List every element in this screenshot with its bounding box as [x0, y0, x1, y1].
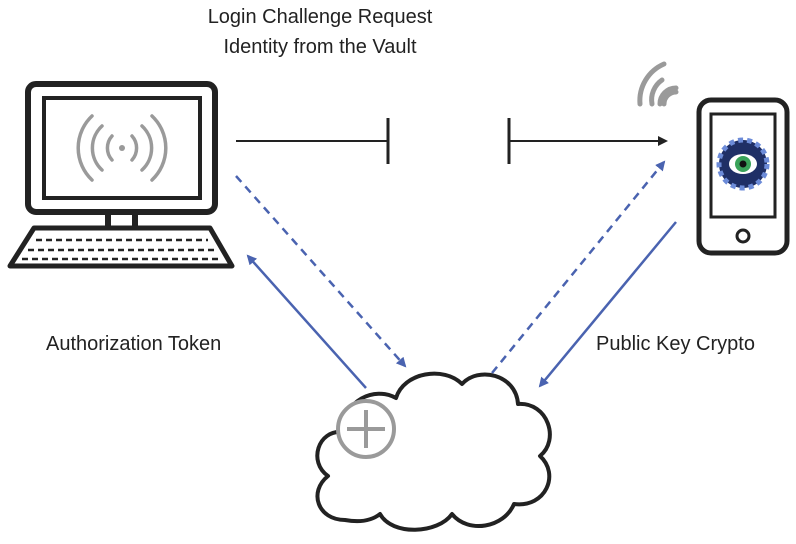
- arrows: [235, 160, 677, 389]
- public-key-arrow: [538, 221, 677, 388]
- plus-circle-icon: [336, 399, 396, 459]
- auth-token-arrow: [246, 254, 367, 389]
- eye-logo-icon: [716, 137, 770, 191]
- authorization-token-label: Authorization Token: [46, 333, 222, 355]
- phone-wireless-signal-icon: [637, 61, 679, 107]
- wireless-signal-icon: [76, 114, 168, 182]
- smartphone-icon: [696, 97, 790, 256]
- blocked-connection: [236, 118, 668, 164]
- title-line-1: Login Challenge Request: [207, 6, 433, 28]
- computer-to-cloud-arrow: [235, 175, 407, 368]
- title-line-2: Identity from the Vault: [223, 36, 417, 58]
- public-key-crypto-label: Public Key Crypto: [596, 333, 755, 355]
- desktop-computer-icon: [7, 81, 235, 269]
- cloud-to-phone-arrow: [491, 160, 666, 374]
